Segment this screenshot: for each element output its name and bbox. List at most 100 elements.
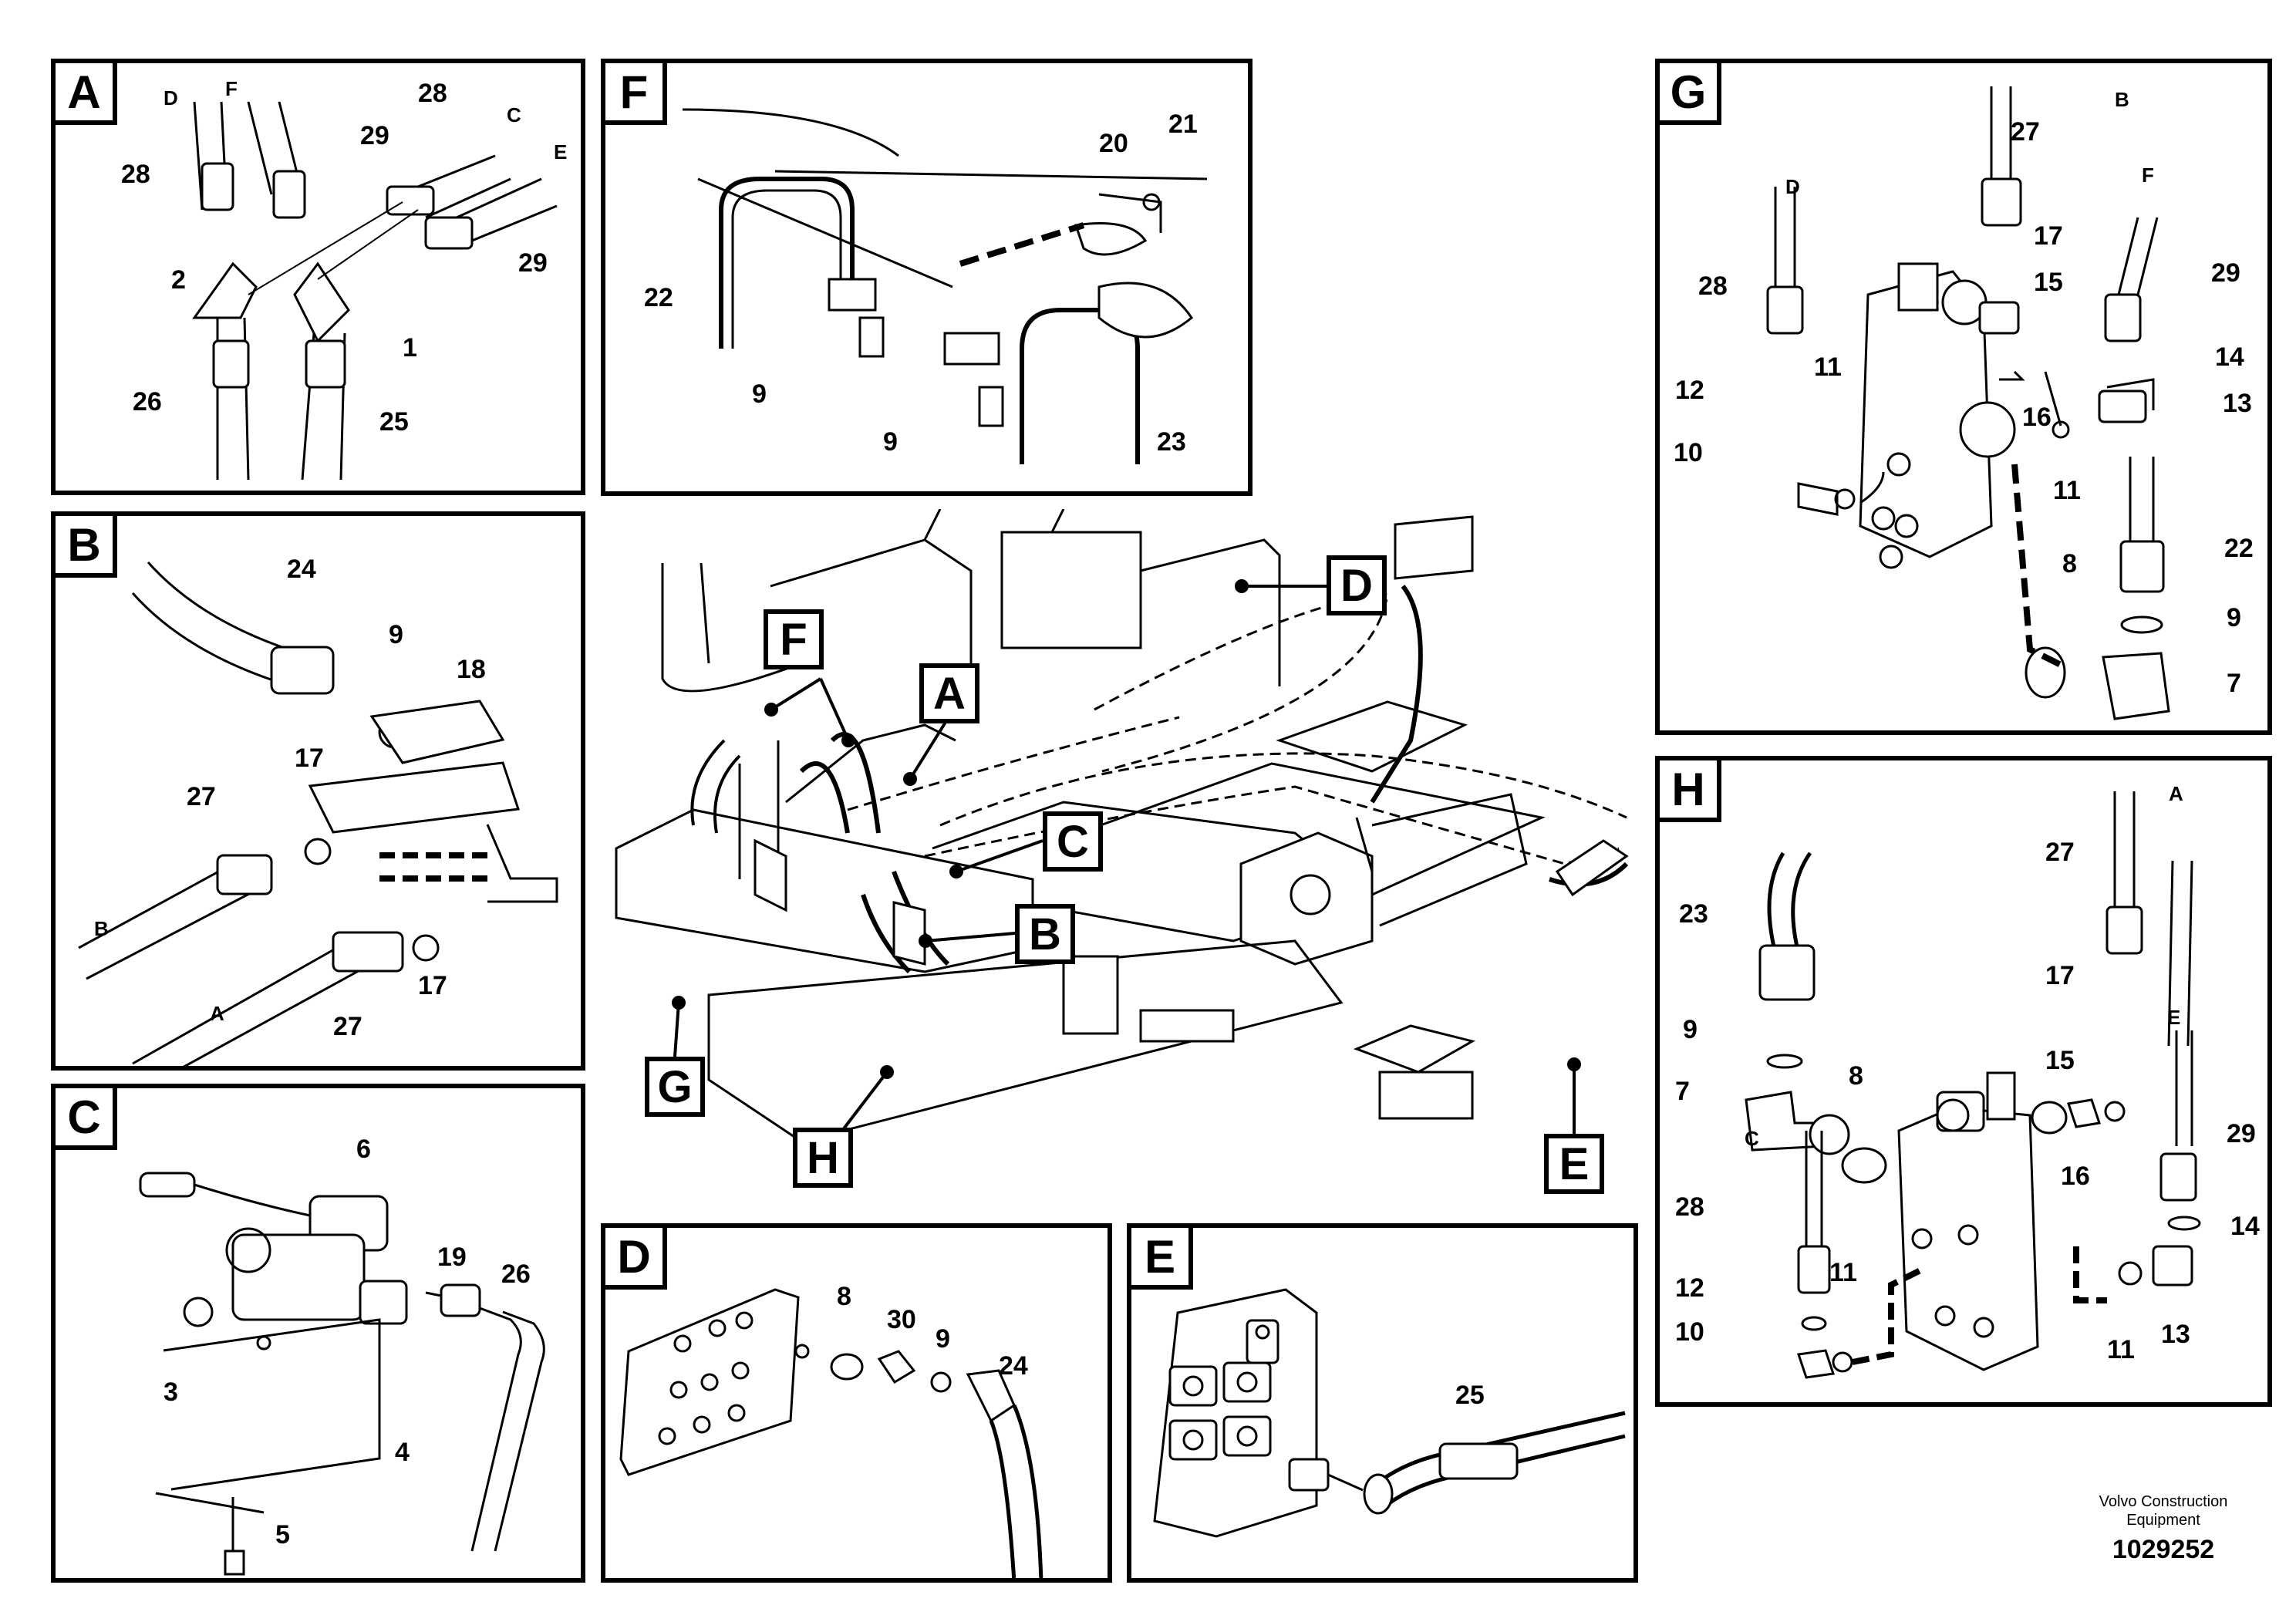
callout: 22 — [644, 283, 673, 312]
overview-tag-a: A — [919, 663, 979, 723]
callout: 18 — [457, 655, 486, 684]
panel-e-label: E — [1131, 1228, 1193, 1290]
callout: 9 — [936, 1324, 950, 1354]
line-label-d: D — [164, 86, 178, 110]
callout: 24 — [287, 555, 316, 584]
panel-h: H A E C 27 23 17 9 8 15 7 16 29 28 14 12… — [1655, 756, 2272, 1407]
callout: 10 — [1675, 1317, 1704, 1347]
panel-a-label: A — [56, 63, 117, 125]
panel-g: G B D F 27 17 15 29 28 14 11 13 12 16 10… — [1655, 59, 2272, 735]
panel-a-drawing — [192, 101, 558, 481]
callout: 28 — [121, 160, 150, 189]
callout: 2 — [171, 265, 186, 295]
callout: 27 — [2045, 838, 2075, 867]
callout: 8 — [837, 1282, 851, 1311]
callout: 3 — [164, 1378, 178, 1407]
callout: 7 — [2227, 669, 2241, 698]
callout: 28 — [1698, 271, 1728, 301]
callout: 1 — [403, 333, 417, 363]
panel-g-label: G — [1660, 63, 1721, 125]
callout: 11 — [1829, 1258, 1857, 1287]
panel-h-drawing — [1745, 791, 2201, 1379]
panel-f-drawing — [682, 108, 1208, 464]
line-label-e: E — [2167, 1006, 2181, 1029]
overview-tag-h: H — [793, 1128, 853, 1188]
callout: 14 — [2215, 342, 2244, 372]
callout: 19 — [437, 1243, 467, 1272]
callout: 12 — [1675, 376, 1704, 405]
line-label-f: F — [2142, 164, 2154, 187]
panel-d-label: D — [605, 1228, 667, 1290]
callout: 22 — [2224, 534, 2254, 563]
machine-overview-drawing — [615, 509, 1629, 1143]
brand-line-2: Equipment — [2126, 1512, 2200, 1529]
callout: 29 — [360, 121, 389, 150]
callout: 15 — [2045, 1046, 2075, 1075]
callout: 12 — [1675, 1273, 1704, 1303]
callout: 28 — [418, 79, 447, 108]
brand-line-1: Volvo Construction — [2099, 1493, 2228, 1510]
callout: 16 — [2061, 1162, 2090, 1191]
overview-tag-d: D — [1327, 555, 1387, 615]
line-label-b: B — [94, 917, 109, 940]
callout: 25 — [1455, 1381, 1485, 1410]
callout: 26 — [501, 1259, 531, 1289]
panel-d: D 8 30 9 24 — [601, 1223, 1112, 1583]
callout: 23 — [1157, 427, 1186, 457]
brand-name: Volvo Construction Equipment — [2075, 1492, 2252, 1529]
callout: 9 — [883, 427, 898, 457]
panel-e: E 25 — [1127, 1223, 1638, 1583]
line-label-b: B — [2115, 88, 2129, 111]
callout: 15 — [2034, 268, 2063, 297]
callout: 13 — [2223, 389, 2252, 418]
callout: 29 — [2211, 258, 2240, 288]
callout: 29 — [518, 248, 548, 278]
callout: 20 — [1099, 129, 1128, 158]
panel-b-label: B — [56, 516, 117, 578]
drawing-number: 1029252 — [2112, 1535, 2215, 1564]
panel-g-drawing — [1766, 86, 2170, 720]
panel-a: A D F C E 28 29 28 2 1 29 26 25 — [51, 59, 585, 495]
callout: 14 — [2230, 1212, 2260, 1241]
callout: 17 — [418, 971, 447, 1000]
callout: 11 — [2107, 1335, 2135, 1364]
overview-tag-b: B — [1015, 904, 1075, 964]
callout: 10 — [1674, 438, 1703, 467]
callout: 9 — [1683, 1015, 1698, 1044]
panel-c-drawing — [139, 1172, 545, 1576]
callout: 4 — [395, 1438, 410, 1467]
overview-tag-g: G — [645, 1057, 705, 1117]
callout: 27 — [333, 1012, 362, 1041]
callout: 7 — [1675, 1077, 1690, 1106]
callout: 11 — [2053, 476, 2081, 505]
callout: 29 — [2227, 1119, 2256, 1148]
callout: 30 — [887, 1305, 916, 1334]
callout: 27 — [187, 782, 216, 811]
callout: 8 — [2062, 549, 2077, 578]
overview-tag-c: C — [1043, 811, 1103, 872]
callout: 24 — [999, 1351, 1028, 1381]
callout: 17 — [295, 744, 324, 773]
callout: 11 — [1814, 352, 1842, 382]
callout: 9 — [2227, 603, 2241, 632]
line-label-c: C — [507, 103, 521, 126]
panel-c-label: C — [56, 1088, 117, 1150]
line-label-f: F — [225, 77, 238, 100]
callout: 6 — [356, 1135, 371, 1164]
callout: 27 — [2011, 117, 2040, 147]
line-label-c: C — [1745, 1127, 1759, 1150]
callout: 9 — [389, 620, 403, 649]
panel-b: B 24 9 18 17 27 17 27 B A — [51, 511, 585, 1071]
callout: 16 — [2022, 403, 2052, 432]
callout: 13 — [2161, 1320, 2190, 1349]
callout: 17 — [2034, 221, 2063, 251]
line-label-d: D — [1785, 175, 1800, 198]
callout: 9 — [752, 379, 767, 409]
overview-tag-f: F — [764, 609, 824, 669]
callout: 26 — [133, 387, 162, 416]
panel-b-drawing — [78, 561, 558, 1066]
panel-c: C 6 19 26 3 4 5 — [51, 1084, 585, 1583]
callout: 23 — [1679, 899, 1708, 929]
